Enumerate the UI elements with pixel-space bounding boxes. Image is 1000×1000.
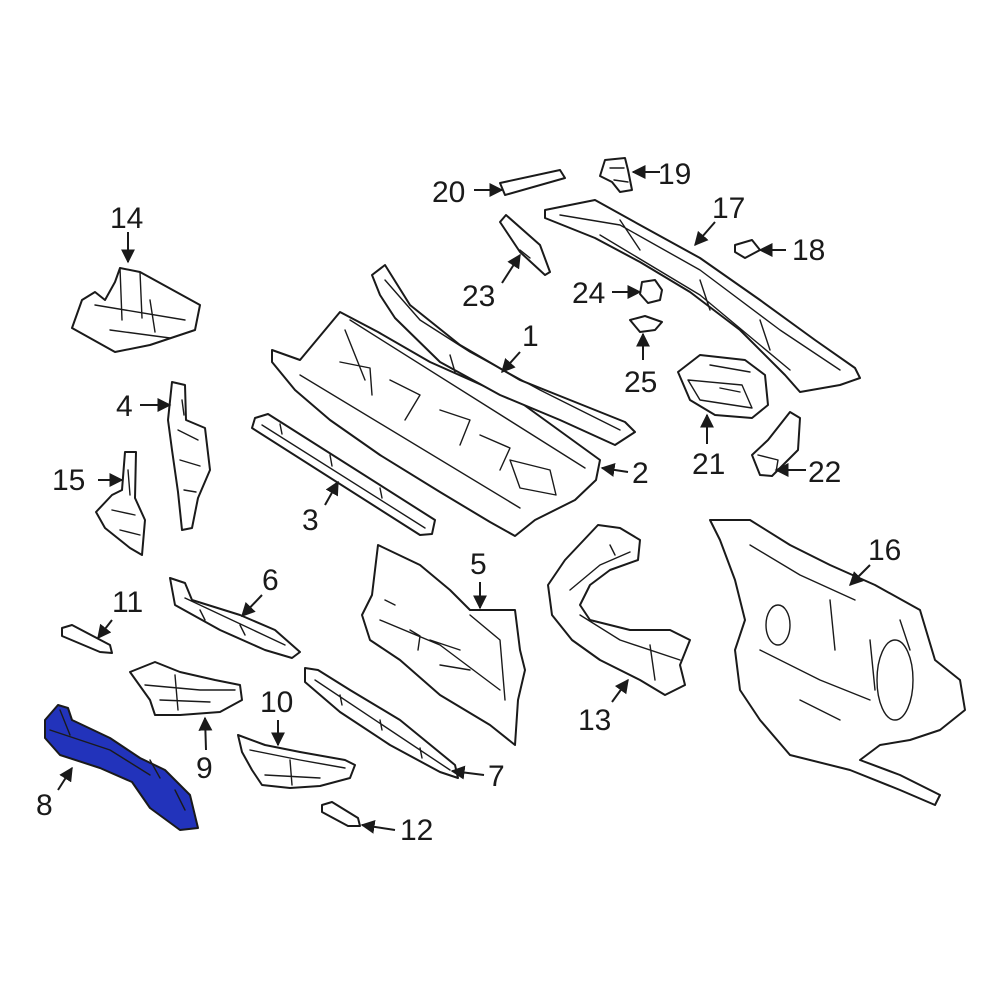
leader-lines [57, 165, 871, 834]
callout-24: 24 [572, 277, 605, 310]
callout-12: 12 [400, 814, 433, 847]
part-14[interactable] [71, 267, 201, 353]
callout-16: 16 [868, 534, 901, 567]
part-11[interactable] [61, 624, 113, 654]
callout-8: 8 [36, 789, 53, 822]
part-15[interactable] [95, 451, 146, 556]
part-16[interactable] [709, 519, 966, 806]
callout-11: 11 [112, 586, 143, 619]
part-25[interactable] [629, 315, 663, 333]
callout-7: 7 [488, 760, 505, 793]
callout-4: 4 [116, 390, 133, 423]
callout-25: 25 [624, 366, 657, 399]
part-12[interactable] [321, 801, 361, 827]
callout-19: 19 [658, 158, 691, 191]
callout-9: 9 [196, 752, 213, 785]
part-1[interactable] [371, 264, 636, 446]
part-6[interactable] [169, 577, 301, 659]
callout-22: 22 [808, 456, 841, 489]
callout-15: 15 [52, 464, 85, 497]
callout-21: 21 [692, 448, 725, 481]
callout-3: 3 [302, 504, 319, 537]
part-2[interactable] [271, 311, 601, 537]
part-23[interactable] [499, 214, 551, 276]
part-19[interactable] [599, 157, 633, 193]
part-22[interactable] [751, 411, 801, 477]
part-8-shape [44, 704, 199, 831]
part-18[interactable] [734, 239, 761, 259]
callout-1: 1 [522, 320, 539, 353]
part-13[interactable] [547, 524, 691, 696]
part-24[interactable] [639, 279, 663, 304]
part-8-highlighted[interactable] [44, 704, 199, 831]
part-4[interactable] [167, 381, 211, 531]
part-17[interactable] [544, 199, 861, 393]
part-3[interactable] [251, 413, 436, 536]
callout-labels: 1 2 3 4 5 6 7 8 9 10 11 12 13 14 15 16 1… [36, 158, 901, 847]
callout-20: 20 [432, 176, 465, 209]
part-5[interactable] [361, 544, 526, 746]
callout-23: 23 [462, 280, 495, 313]
callout-17: 17 [712, 192, 745, 225]
callout-10: 10 [260, 686, 293, 719]
callout-18: 18 [792, 234, 825, 267]
callout-6: 6 [262, 564, 279, 597]
callout-2: 2 [632, 457, 649, 490]
part-21[interactable] [677, 354, 769, 419]
callout-13: 13 [578, 704, 611, 737]
part-10[interactable] [237, 734, 356, 789]
part-20[interactable] [499, 169, 566, 196]
callout-5: 5 [470, 548, 487, 581]
callout-14: 14 [110, 202, 143, 235]
part-9[interactable] [129, 661, 243, 716]
